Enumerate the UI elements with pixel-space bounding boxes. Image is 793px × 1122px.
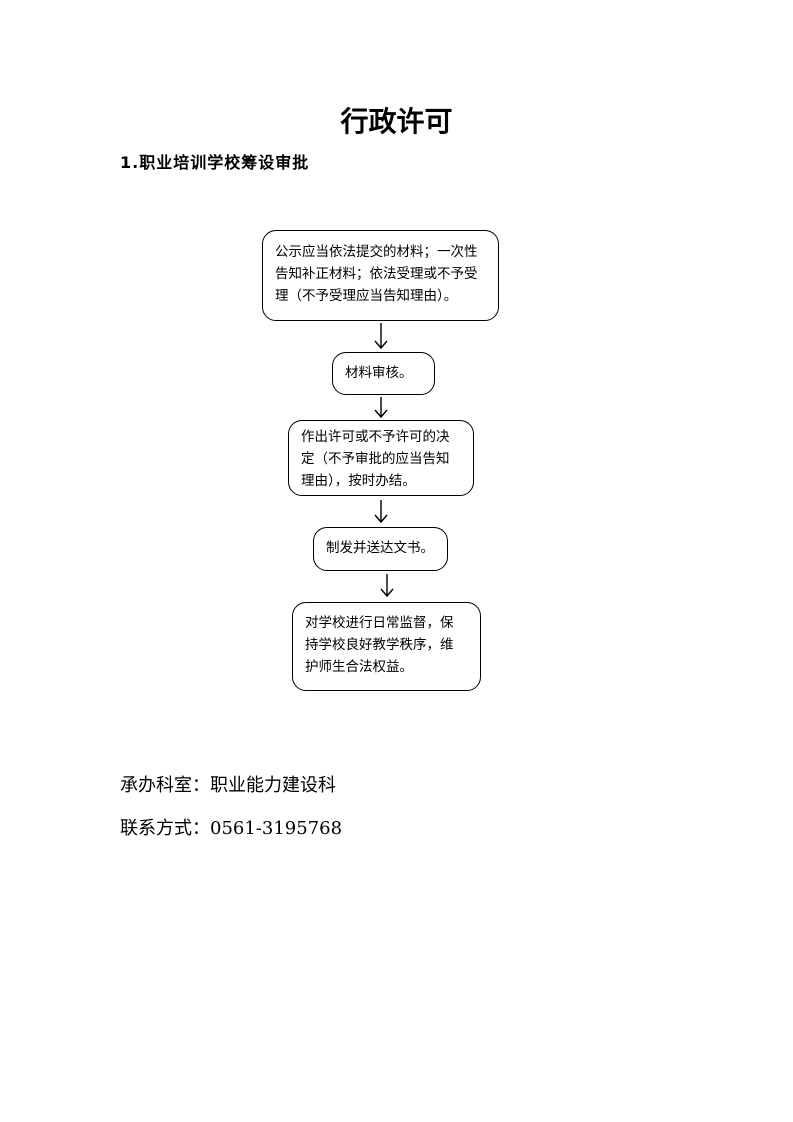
section-heading: 1.职业培训学校筹设审批	[120, 153, 310, 172]
flow-step-decision: 作出许可或不予许可的决 定（不予审批的应当告知 理由），按时办结。	[288, 420, 474, 496]
arrow-down-icon	[374, 500, 388, 524]
arrow-down-icon	[380, 574, 394, 598]
step-line: 作出许可或不予许可的决	[301, 429, 450, 445]
department-text: 承办科室：职业能力建设科	[120, 775, 336, 796]
step-line: 护师生合法权益。	[305, 659, 413, 675]
step-line: 材料审核。	[345, 365, 413, 381]
step-line: 对学校进行日常监督，保	[305, 615, 454, 631]
arrow-down-icon	[374, 323, 388, 350]
step-line: 定（不予审批的应当告知	[301, 451, 450, 467]
step-line: 公示应当依法提交的材料；一次性	[275, 244, 478, 260]
arrow-down-icon	[374, 397, 388, 419]
flow-step-issue: 制发并送达文书。	[313, 527, 448, 571]
flow-step-supervision: 对学校进行日常监督，保 持学校良好教学秩序，维 护师生合法权益。	[292, 602, 481, 691]
step-line: 持学校良好教学秩序，维	[305, 637, 454, 653]
flow-step-review: 材料审核。	[332, 352, 435, 395]
flow-step-accept: 公示应当依法提交的材料；一次性 告知补正材料；依法受理或不予受 理（不予受理应当…	[262, 230, 499, 321]
step-line: 告知补正材料；依法受理或不予受	[275, 266, 478, 282]
step-line: 理由），按时办结。	[301, 473, 416, 489]
page-title: 行政许可	[340, 105, 453, 138]
step-line: 理（不予受理应当告知理由）。	[275, 288, 458, 304]
step-line: 制发并送达文书。	[326, 540, 434, 556]
contact-text: 联系方式：0561-3195768	[120, 818, 343, 839]
